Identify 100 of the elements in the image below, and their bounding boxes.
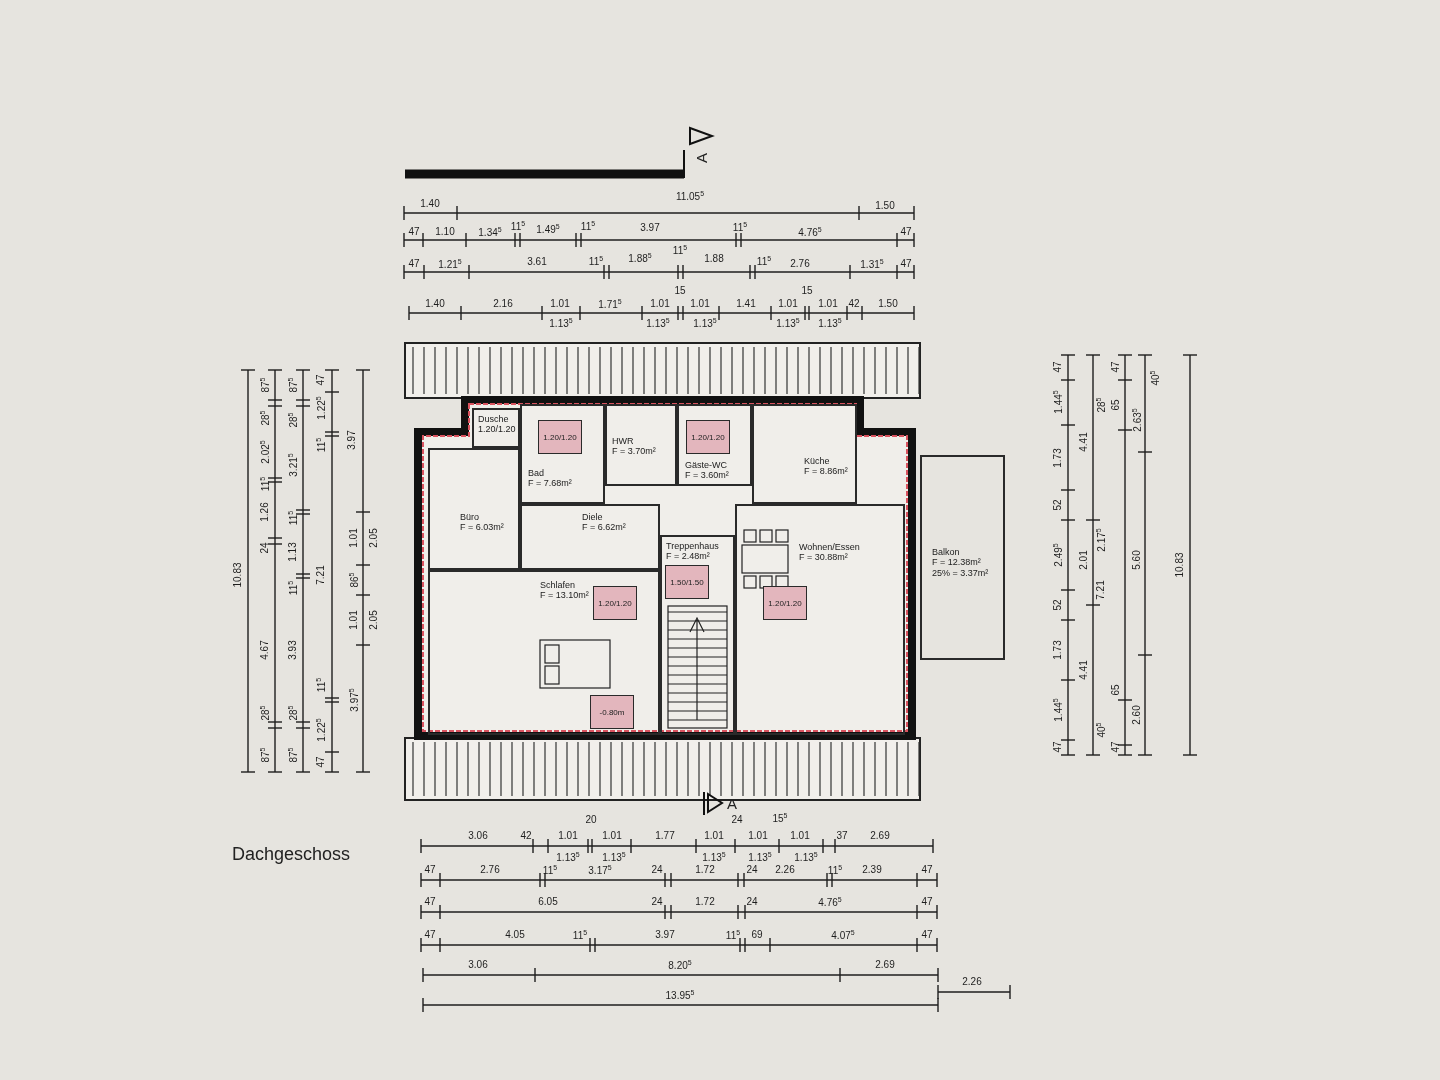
dimension-label: 1.01 xyxy=(602,831,622,841)
dimension-label: 1.01 xyxy=(748,831,768,841)
dimension-label: 13.95$^{5}$ xyxy=(665,988,695,1002)
dimension-label: 24 xyxy=(651,897,663,907)
dimension-label: 4.07$^{5}$ xyxy=(831,928,855,942)
dimension-label: 1.21$^{5}$ xyxy=(438,257,462,271)
dimension-label: 1.01 xyxy=(704,831,724,841)
dimension-label: 24 xyxy=(746,897,758,907)
dimension-label: 1.13 xyxy=(288,542,298,562)
dimension-label: 1.01 xyxy=(349,610,359,630)
dimension-label: 1.01 xyxy=(690,299,710,309)
dimension-label: 4.41 xyxy=(1079,432,1089,452)
dimension-label: 1.13$^{5}$ xyxy=(794,850,818,864)
dimension-label: 2.60 xyxy=(1132,705,1142,725)
dimension-label: 47 xyxy=(921,865,933,875)
dimension-label: 11$^{5}$ xyxy=(725,928,741,942)
dimension-label: 1.13$^{5}$ xyxy=(748,850,772,864)
dimension-label: 20 xyxy=(585,815,597,825)
room-area: F = 6.62m² xyxy=(582,522,626,533)
dimension-label: 47 xyxy=(1053,741,1063,753)
dimension-label: 1.49$^{5}$ xyxy=(536,222,560,236)
dimension-label: 3.97 xyxy=(640,223,660,233)
dimension-label: 15 xyxy=(674,286,686,296)
dimension-label: 4.41 xyxy=(1079,660,1089,680)
room xyxy=(520,404,605,504)
dimension-label: 24 xyxy=(746,865,758,875)
dimension-label: 24 xyxy=(731,815,743,825)
dimension-label: 2.69 xyxy=(870,831,890,841)
room-name: Büro xyxy=(460,512,480,523)
dimension-label: 4.76$^{5}$ xyxy=(818,895,842,909)
dimension-label: 6.05 xyxy=(538,897,558,907)
dimension-label: 1.88 xyxy=(704,254,724,264)
dimension-label: 3.93 xyxy=(288,640,298,660)
dimension-label: 42 xyxy=(520,831,532,841)
room xyxy=(428,448,520,570)
dimension-label: 10.83 xyxy=(233,562,243,588)
window-marker: 1.20/1.20 xyxy=(763,586,807,620)
dimension-label: 7.21 xyxy=(316,565,326,585)
dimension-label: 1.72 xyxy=(695,865,715,875)
dimension-label: 11.05$^{5}$ xyxy=(675,189,705,203)
room-area: 1.20/1.20 xyxy=(478,424,516,435)
dimension-label: 5.60 xyxy=(1132,550,1142,570)
room-area: F = 2.48m² xyxy=(666,551,719,562)
dimension-label: 52 xyxy=(1053,499,1063,511)
room-area: F = 3.70m² xyxy=(612,446,656,457)
dimension-label: 1.41 xyxy=(736,299,756,309)
dimension-label: 1.40 xyxy=(425,299,445,309)
room-area: F = 30.88m² xyxy=(799,552,860,563)
dimension-label: 42 xyxy=(848,299,860,309)
dimension-label: 47 xyxy=(900,259,912,269)
dimension-label: 47 xyxy=(408,259,420,269)
dimension-label: 11$^{5}$ xyxy=(510,219,526,233)
dimension-label: 1.13$^{5}$ xyxy=(702,850,726,864)
room-name: Wohnen/Essen xyxy=(799,542,860,553)
dimension-label: 1.31$^{5}$ xyxy=(860,257,884,271)
dimension-label: 2.01 xyxy=(1079,550,1089,570)
shower-room xyxy=(472,408,520,448)
dimension-label: 47 xyxy=(424,897,436,907)
dimension-label: 1.13$^{5}$ xyxy=(818,316,842,330)
dimension-label: 1.10 xyxy=(435,227,455,237)
dimension-label: 3.06 xyxy=(468,831,488,841)
dimension-label: 47 xyxy=(424,865,436,875)
dimension-label: 47 xyxy=(408,227,420,237)
dimension-label: 7.21 xyxy=(1096,580,1106,600)
plan-title: Dachgeschoss xyxy=(232,844,351,865)
dimension-label: 24 xyxy=(260,542,270,554)
dimension-label: 11$^{5}$ xyxy=(580,219,596,233)
dimension-label: 8.20$^{5}$ xyxy=(668,958,692,972)
room xyxy=(605,404,677,486)
room xyxy=(677,404,752,486)
dimension-label: 3.17$^{5}$ xyxy=(588,863,612,877)
dimension-label: 3.97 xyxy=(655,930,675,940)
room-name: Küche xyxy=(804,456,831,467)
dimension-label: 3.97 xyxy=(347,430,357,450)
dimension-label: 24 xyxy=(651,865,663,875)
room xyxy=(428,570,660,735)
dimension-label: 2.76 xyxy=(480,865,500,875)
dimension-label: 15$^{5}$ xyxy=(772,811,788,825)
dimension-label: 1.34$^{5}$ xyxy=(478,225,502,239)
dimension-label: 47 xyxy=(424,930,436,940)
dimension-label: 11$^{5}$ xyxy=(542,863,558,877)
dimension-label: 1.01 xyxy=(349,528,359,548)
dimension-label: 1.01 xyxy=(558,831,578,841)
dimension-label: 1.13$^{5}$ xyxy=(549,316,573,330)
dimension-label: 65 xyxy=(1111,684,1121,696)
dimension-label: 2.26 xyxy=(962,977,982,987)
dimension-label: 4.05 xyxy=(505,930,525,940)
dimension-label: 2.69 xyxy=(875,960,895,970)
dimension-label: 2.26 xyxy=(775,865,795,875)
dimension-label: 2.05 xyxy=(369,610,379,630)
dimension-label: 11$^{5}$ xyxy=(588,254,604,268)
balcony xyxy=(920,455,1005,660)
dimension-label: 1.13$^{5}$ xyxy=(602,850,626,864)
dimension-label: 47 xyxy=(921,930,933,940)
room-name: HWR xyxy=(612,436,635,447)
dimension-label: 1.13$^{5}$ xyxy=(646,316,670,330)
dimension-label: 2.39 xyxy=(862,865,882,875)
dimension-label: 1.01 xyxy=(650,299,670,309)
dimension-label: 1.73 xyxy=(1053,448,1063,468)
stairwell xyxy=(660,535,735,735)
